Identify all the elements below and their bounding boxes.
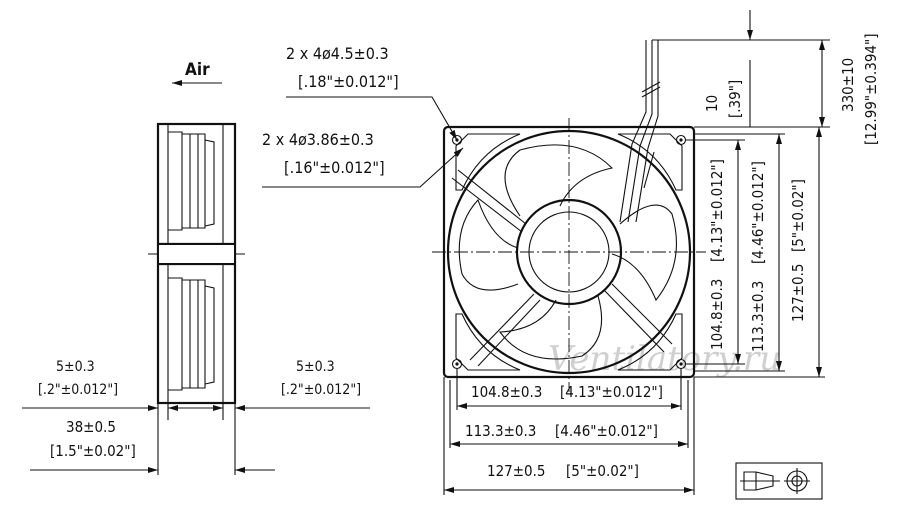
right-flange-inch: [.2"±0.012"] <box>281 382 361 398</box>
bottom-overall-mm: 127±0.5 <box>487 462 546 480</box>
hole-callouts: 2 x 4ø4.5±0.3 [.18"±0.012"] 2 x 4ø3.86±0… <box>262 44 464 188</box>
front-view <box>432 40 706 392</box>
right-overall-mm: 127±0.5 <box>789 263 807 322</box>
bottom-dimensions: 104.8±0.3 [4.13"±0.012"] 113.3±0.3 [4.46… <box>443 368 695 495</box>
first-angle-projection-icon <box>735 462 823 500</box>
right-inner-inch: [4.46"±0.012"] <box>749 161 767 264</box>
air-label: Air <box>185 60 210 80</box>
bottom-hole-spacing-mm: 104.8±0.3 <box>471 383 542 401</box>
depth-mm: 38±0.5 <box>66 418 116 436</box>
cable-dimensions: 10 [.39"] 330±10 [12.99"±0.394"] <box>652 10 880 145</box>
bottom-hole-spacing-inch: [4.13"±0.012"] <box>560 383 663 401</box>
cable-length-inch: [12.99"±0.394"] <box>862 34 880 146</box>
large-hole-spec: 2 x 4ø4.5±0.3 <box>286 44 389 63</box>
cable-length-mm: 330±10 <box>839 58 857 112</box>
mounting-hole-top-left <box>451 134 463 146</box>
right-inner-mm: 113.3±0.3 <box>749 281 767 352</box>
cable-strip-mm: 10 <box>703 95 721 112</box>
depth-inch: [1.5"±0.02"] <box>50 442 136 460</box>
large-hole-spec-inch: [.18"±0.012"] <box>298 72 399 91</box>
right-overall-inch: [5"±0.02"] <box>789 179 807 252</box>
small-hole-spec-inch: [.16"±0.012"] <box>284 158 385 177</box>
left-flange-inch: [.2"±0.012"] <box>38 382 118 398</box>
cable-strip-inch: [.39"] <box>726 80 744 118</box>
left-flange-mm: 5±0.3 <box>56 359 95 375</box>
right-hole-spacing-mm: 104.8±0.3 <box>708 279 726 350</box>
right-dimensions: 104.8±0.3 [4.13"±0.012"] 113.3±0.3 [4.46… <box>685 127 825 378</box>
right-flange-mm: 5±0.3 <box>296 359 335 375</box>
small-hole-spec: 2 x 4ø3.86±0.3 <box>262 130 374 149</box>
bottom-inner-inch: [4.46"±0.012"] <box>555 422 658 440</box>
side-view: Air 5±0.3 [.2"±0.012"] 5 <box>22 60 370 475</box>
right-hole-spacing-inch: [4.13"±0.012"] <box>708 159 726 262</box>
bottom-overall-inch: [5"±0.02"] <box>566 462 639 480</box>
bottom-inner-mm: 113.3±0.3 <box>465 422 536 440</box>
